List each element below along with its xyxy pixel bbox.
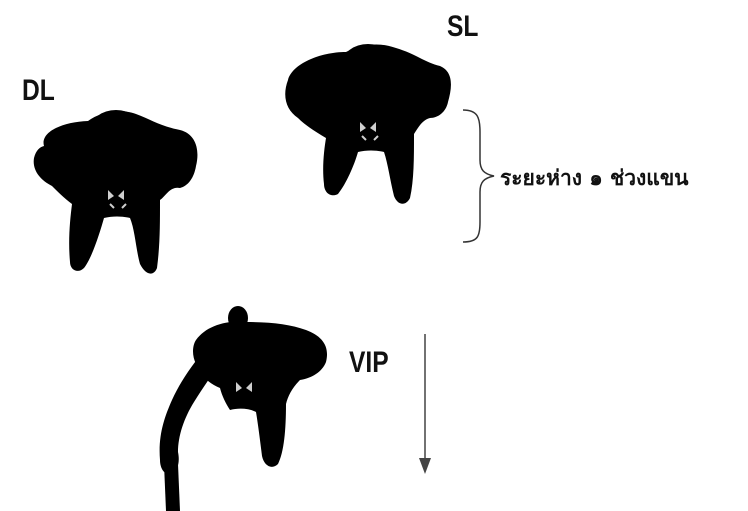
dl-label: DL [22,74,55,108]
sl-person-figure [285,44,451,204]
distance-label: ระยะห่าง ๑ ช่วงแขน [500,162,689,195]
dl-person-figure [34,110,198,274]
arrow-down-icon [419,334,431,474]
sl-label: SL [447,10,478,44]
vip-label: VIP [349,346,389,380]
vip-person-figure [160,306,327,511]
distance-brace [463,110,494,242]
